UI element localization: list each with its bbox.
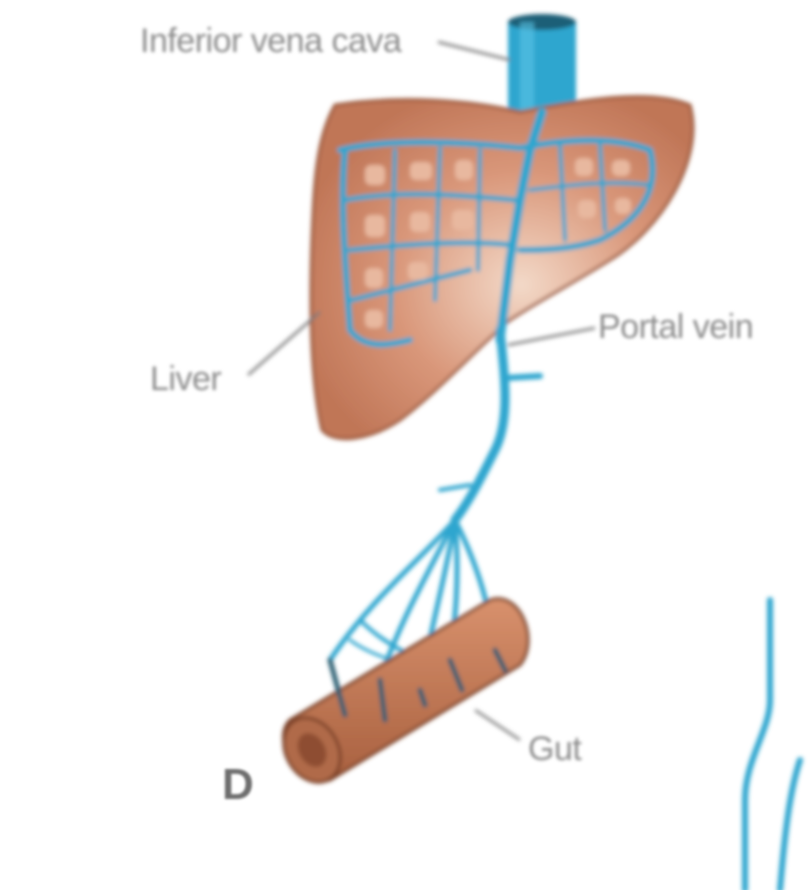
label-liver: Liver [150, 362, 221, 396]
liver-leader-line [248, 312, 320, 375]
portal-vein-leader-line [508, 328, 595, 345]
label-portal-vein: Portal vein [598, 310, 753, 344]
portal-vein-side-branch [505, 376, 540, 378]
label-gut: Gut [528, 732, 581, 766]
adjacent-panel-vessel [745, 600, 800, 890]
panel-letter: D [222, 760, 254, 810]
label-inferior-vena-cava: Inferior vena cava [140, 24, 401, 58]
gut-leader-line [475, 710, 520, 740]
ivc-leader-line [438, 42, 510, 60]
inferior-vena-cava [508, 14, 576, 112]
